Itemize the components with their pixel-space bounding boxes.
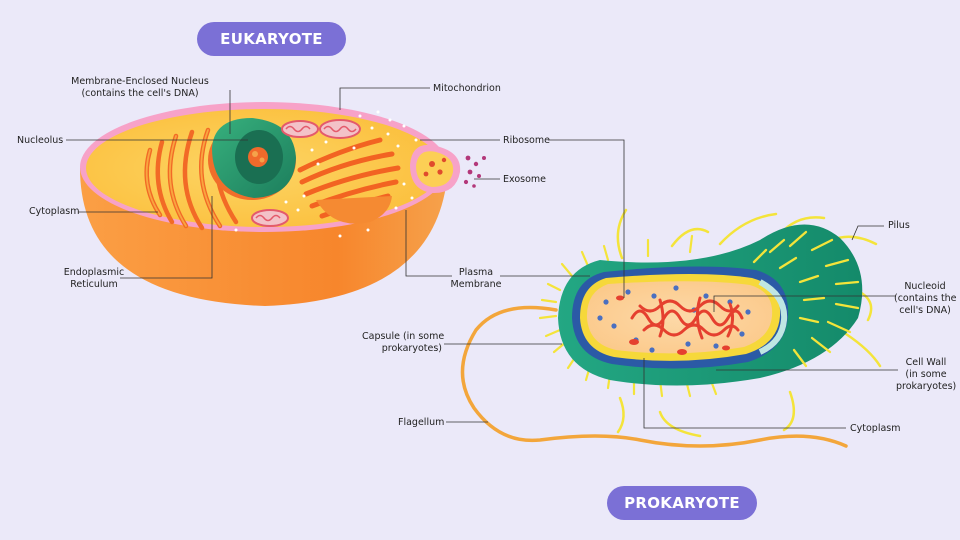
label-flagellum: Flagellum xyxy=(398,417,445,428)
leader-lines xyxy=(66,87,898,429)
mitochondria xyxy=(251,119,361,227)
leader-nucleoid xyxy=(713,295,896,312)
eukaryote-ribosomes xyxy=(234,110,418,238)
label-nucleus: Membrane-Enclosed Nucleus (contains the … xyxy=(50,76,230,100)
prokaryote-title: PROKARYOTE xyxy=(607,486,757,520)
label-er-line2: Reticulum xyxy=(70,279,118,290)
label-cellwall-line3: prokaryotes) xyxy=(896,381,957,392)
label-nucleolus: Nucleolus xyxy=(17,135,64,146)
eukaryote-title: EUKARYOTE xyxy=(197,22,346,56)
label-nucleoid: Nucleoid (contains the cell's DNA) xyxy=(894,281,957,317)
label-cytoplasm-prokaryote: Cytoplasm xyxy=(850,423,901,434)
label-capsule-line1: Capsule (in some xyxy=(362,331,445,342)
label-ribosome: Ribosome xyxy=(503,135,550,146)
label-exosome: Exosome xyxy=(503,174,547,185)
label-plasma-line1: Plasma xyxy=(458,267,494,278)
flagellum xyxy=(460,305,848,448)
label-capsule: Capsule (in some prokaryotes) xyxy=(362,331,445,355)
label-nucleus-line2: (contains the cell's DNA) xyxy=(81,88,199,99)
leader-plasma xyxy=(405,210,452,277)
label-cell-wall: Cell Wall (in some prokaryotes) xyxy=(896,357,956,393)
label-cellwall-line1: Cell Wall xyxy=(905,357,947,368)
leader-mitochondrion xyxy=(339,87,430,110)
exosome-particles xyxy=(463,155,486,188)
label-er-line1: Endoplasmic xyxy=(63,267,125,278)
prokaryote-cell xyxy=(460,208,882,448)
leader-er xyxy=(120,196,213,279)
label-nucleoid-line2: (contains the xyxy=(894,293,957,304)
label-pilus: Pilus xyxy=(888,220,910,231)
label-nucleoid-line1: Nucleoid xyxy=(904,281,946,292)
prokaryote-ribosomes xyxy=(597,285,751,353)
nucleolus xyxy=(248,147,268,167)
leader-cytoplasm-prok xyxy=(643,358,846,429)
label-cytoplasm-eukaryote: Cytoplasm xyxy=(29,206,80,217)
label-plasma-membrane: Plasma Membrane xyxy=(450,267,502,291)
label-cellwall-line2: (in some xyxy=(905,369,947,380)
golgi-base xyxy=(316,196,392,224)
leader-ribosome-prok xyxy=(548,139,625,298)
leader-pilus xyxy=(851,225,884,241)
nucleoid-dna xyxy=(630,296,744,340)
label-plasma-line2: Membrane xyxy=(450,279,502,290)
label-capsule-line2: prokaryotes) xyxy=(381,343,442,354)
label-er: Endoplasmic Reticulum xyxy=(52,267,136,291)
label-mitochondrion: Mitochondrion xyxy=(433,83,501,94)
label-nucleoid-line3: cell's DNA) xyxy=(899,305,951,316)
label-nucleus-line1: Membrane-Enclosed Nucleus xyxy=(71,76,209,87)
eukaryote-cell xyxy=(80,102,486,306)
